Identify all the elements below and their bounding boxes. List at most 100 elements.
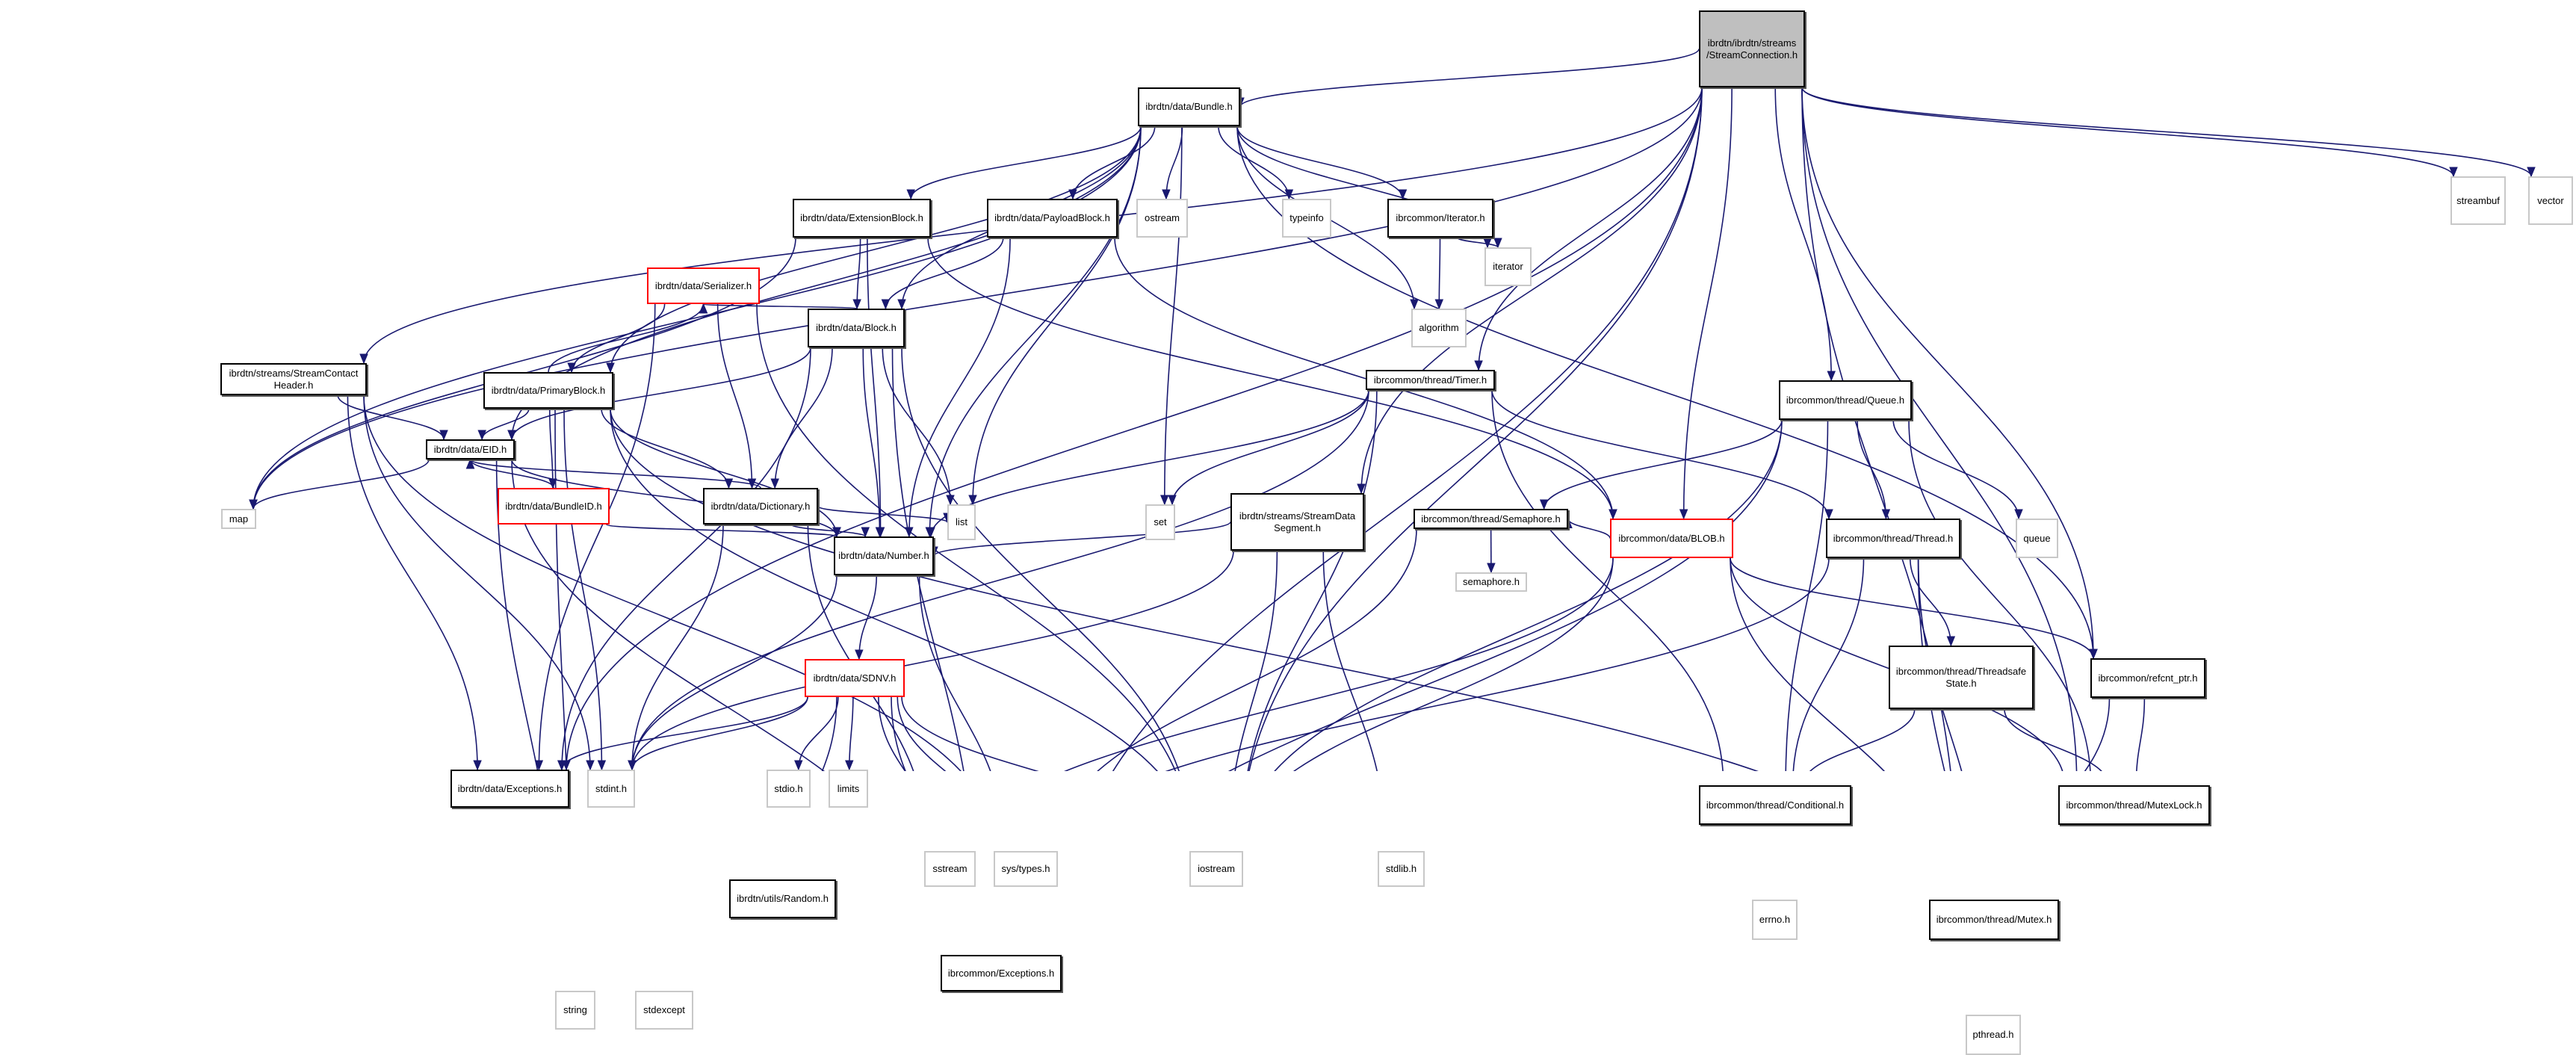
graph-node-label: sstream [932, 863, 967, 875]
graph-node-label: set [1154, 516, 1166, 528]
graph-node-queueh: queue [2016, 519, 2058, 558]
arrowhead-sch-to-stdint [586, 761, 594, 770]
edge-bundle-to-iterh [1237, 126, 1403, 199]
graph-node-label: ibrcommon/Iterator.h [1396, 212, 1484, 224]
edge-block-to-dictionary [775, 347, 832, 488]
arrowhead-timer-to-thread [1825, 510, 1833, 519]
graph-node-refcnt[interactable]: ibrcommon/refcnt_ptr.h [2090, 658, 2205, 698]
dependency-graph-edges [0, 0, 2576, 771]
graph-node-sds[interactable]: ibrdtn/streams/StreamData Segment.h [1230, 493, 1364, 551]
graph-node-mutex[interactable]: ibrcommon/thread/Mutex.h [1929, 900, 2059, 940]
graph-node-semaphore[interactable]: ibrcommon/thread/Semaphore.h [1414, 509, 1568, 529]
edge-iterh-to-algorithm [1439, 238, 1440, 309]
arrowhead-block-to-eid [508, 430, 515, 439]
graph-node-label: ibrcommon/thread/Queue.h [1786, 395, 1904, 406]
graph-node-payload[interactable]: ibrdtn/data/PayloadBlock.h [987, 199, 1118, 238]
arrowhead-extblock-to-block [853, 300, 861, 309]
graph-node-label: ibrcommon/data/BLOB.h [1618, 533, 1724, 545]
arrowhead-bundle-to-primary [607, 363, 614, 372]
graph-node-timer[interactable]: ibrcommon/thread/Timer.h [1366, 370, 1495, 390]
graph-node-algorithm: algorithm [1411, 309, 1467, 347]
graph-node-label: ibrdtn/data/Exceptions.h [458, 783, 562, 795]
graph-node-iterh[interactable]: ibrcommon/Iterator.h [1387, 199, 1493, 238]
graph-node-cexc[interactable]: ibrcommon/Exceptions.h [941, 955, 1062, 991]
graph-node-iostream: iostream [1189, 851, 1243, 887]
arrowhead-bundle-to-extblock [907, 190, 914, 199]
edge-queue-to-semaphore [1544, 420, 1782, 509]
graph-node-label: ibrdtn/streams/StreamData Segment.h [1239, 510, 1355, 534]
graph-node-number[interactable]: ibrdtn/data/Number.h [834, 536, 934, 575]
graph-node-blob[interactable]: ibrcommon/data/BLOB.h [1610, 519, 1733, 558]
graph-node-label: list [956, 516, 967, 528]
graph-node-map: map [221, 509, 256, 529]
arrowhead-timer-to-set [1168, 495, 1176, 504]
graph-node-sch[interactable]: ibrdtn/streams/StreamContact Header.h [220, 363, 367, 395]
graph-node-random[interactable]: ibrdtn/utils/Random.h [729, 879, 836, 918]
edge-sds-to-number [934, 522, 1230, 557]
edge-root-to-blob [1684, 87, 1733, 519]
graph-node-sdnv[interactable]: ibrdtn/data/SDNV.h [805, 659, 905, 697]
graph-node-root[interactable]: ibrdtn/ibrdtn/streams /StreamConnection.… [1699, 10, 1805, 87]
graph-node-dexc[interactable]: ibrdtn/data/Exceptions.h [451, 770, 569, 808]
graph-node-label: ibrcommon/Exceptions.h [948, 968, 1054, 980]
graph-node-bundleid[interactable]: ibrdtn/data/BundleID.h [498, 488, 610, 525]
graph-node-eid[interactable]: ibrdtn/data/EID.h [426, 439, 515, 460]
graph-node-label: ibrdtn/ibrdtn/streams /StreamConnection.… [1706, 37, 1798, 61]
arrowhead-root-to-queue [1827, 371, 1835, 380]
graph-node-bundle[interactable]: ibrdtn/data/Bundle.h [1138, 87, 1240, 126]
graph-node-iterator: iterator [1484, 247, 1532, 286]
graph-node-label: ibrdtn/data/Dictionary.h [711, 501, 811, 513]
graph-node-conditional[interactable]: ibrcommon/thread/Conditional.h [1699, 785, 1851, 825]
edge-eid-to-map [253, 460, 429, 509]
arrowhead-blob-to-refcnt [2090, 649, 2097, 658]
graph-node-mutexlock[interactable]: ibrcommon/thread/MutexLock.h [2058, 785, 2210, 825]
graph-node-errno: errno.h [1752, 900, 1798, 940]
graph-node-label: ibrdtn/streams/StreamContact Header.h [229, 368, 359, 392]
graph-node-label: string [563, 1004, 587, 1016]
graph-node-label: ibrdtn/data/SDNV.h [814, 672, 897, 684]
graph-node-label: ibrdtn/utils/Random.h [737, 893, 829, 905]
graph-node-label: stdio.h [774, 783, 802, 795]
graph-node-thread[interactable]: ibrcommon/thread/Thread.h [1826, 519, 1960, 558]
edge-sds-to-stdlib [1323, 551, 1385, 771]
edge-number-to-systypes [920, 575, 1005, 771]
edge-refcnt-to-mutexlock [2136, 698, 2144, 771]
arrowhead-bundle-to-set [1161, 495, 1168, 504]
graph-node-label: errno.h [1759, 914, 1790, 926]
edge-sdnv-to-dexc [562, 697, 808, 770]
graph-node-label: ibrcommon/thread/Mutex.h [1936, 914, 2052, 926]
graph-node-extblock[interactable]: ibrdtn/data/ExtensionBlock.h [793, 199, 931, 238]
edge-bundle-to-extblock [911, 126, 1141, 199]
graph-node-set: set [1145, 504, 1175, 540]
edge-sds-to-iostream [1228, 551, 1277, 771]
graph-node-block[interactable]: ibrdtn/data/Block.h [808, 309, 905, 347]
edge-root-to-streambuf [1802, 87, 2453, 176]
edge-tss-to-conditional [1803, 709, 1914, 771]
arrowhead-payload-to-block [882, 300, 889, 309]
graph-node-dictionary[interactable]: ibrdtn/data/Dictionary.h [703, 488, 818, 525]
arrowhead-primary-to-stdint [598, 761, 605, 770]
edge-sdnv-to-iostream [902, 697, 1192, 771]
edge-bundleid-to-number [607, 525, 837, 536]
edge-sdnv-to-stdio [799, 697, 838, 770]
graph-node-primary[interactable]: ibrdtn/data/PrimaryBlock.h [483, 372, 613, 409]
edge-queue-to-queueh [1893, 420, 2019, 519]
graph-node-queue[interactable]: ibrcommon/thread/Queue.h [1779, 380, 1912, 420]
graph-node-label: stdlib.h [1386, 863, 1417, 875]
arrowhead-bundle-to-iterator [1484, 238, 1491, 247]
graph-node-label: map [229, 513, 248, 525]
graph-node-label: ibrdtn/data/Number.h [838, 550, 929, 562]
edge-primary-to-bundleid [550, 409, 553, 488]
arrowhead-payload-to-blob [1609, 510, 1617, 519]
graph-node-label: ibrcommon/thread/Threadsafe State.h [1896, 666, 2026, 690]
graph-node-label: ibrdtn/data/Serializer.h [655, 280, 752, 292]
graph-node-serializer[interactable]: ibrdtn/data/Serializer.h [647, 267, 760, 304]
graph-node-stdint: stdint.h [587, 770, 635, 808]
graph-node-label: ibrdtn/data/PayloadBlock.h [994, 212, 1110, 224]
graph-node-label: stdint.h [595, 783, 627, 795]
edge-iterh-to-iterator [1458, 238, 1498, 247]
graph-node-label: sys/types.h [1001, 863, 1050, 875]
edge-sdnv-to-sstream [879, 697, 936, 771]
graph-node-tss[interactable]: ibrcommon/thread/Threadsafe State.h [1889, 646, 2034, 709]
graph-node-stdlib: stdlib.h [1378, 851, 1425, 887]
